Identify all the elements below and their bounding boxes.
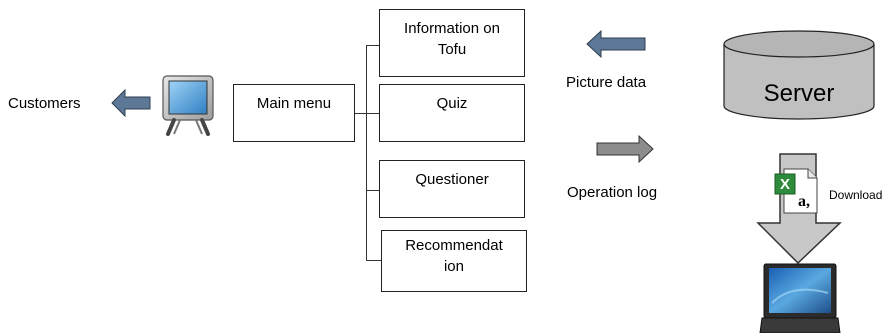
main-menu-box[interactable]: Main menu: [233, 84, 355, 142]
laptop-icon: [759, 263, 841, 333]
menu-item-label: Information on Tofu: [404, 20, 500, 58]
menu-item-label: Quiz: [436, 95, 468, 112]
connector-item-4: [366, 260, 381, 261]
menu-item-quiz[interactable]: Quiz: [379, 84, 525, 142]
menu-item-questioner[interactable]: Questioner: [379, 160, 525, 218]
left-arrow-icon: [111, 88, 151, 118]
connector-item-2: [366, 113, 379, 114]
connector-main-horizontal: [355, 113, 367, 114]
picture-data-arrow-icon: [586, 29, 646, 59]
menu-item-label: Questioner: [415, 171, 489, 188]
menu-item-information-on-tofu[interactable]: Information on Tofu: [379, 9, 525, 77]
customers-label: Customers: [8, 95, 81, 112]
main-menu-label: Main menu: [256, 95, 332, 112]
excel-file-icon: X a,: [774, 168, 818, 214]
operation-log-arrow-icon: [596, 134, 654, 164]
server-label: Server: [763, 80, 835, 107]
operation-log-label: Operation log: [567, 184, 658, 201]
tablet-device-icon: [162, 75, 214, 136]
connector-vertical: [366, 45, 367, 261]
picture-data-label: Picture data: [566, 74, 647, 91]
menu-item-label: Recommendat ion: [405, 237, 503, 275]
server-cylinder-icon: [723, 30, 875, 120]
svg-text:X: X: [780, 176, 790, 193]
svg-text:a,: a,: [798, 193, 810, 210]
download-label: Download: [829, 188, 883, 202]
connector-item-3: [366, 190, 379, 191]
connector-item-1: [366, 45, 379, 46]
menu-item-recommendation[interactable]: Recommendat ion: [381, 230, 527, 292]
